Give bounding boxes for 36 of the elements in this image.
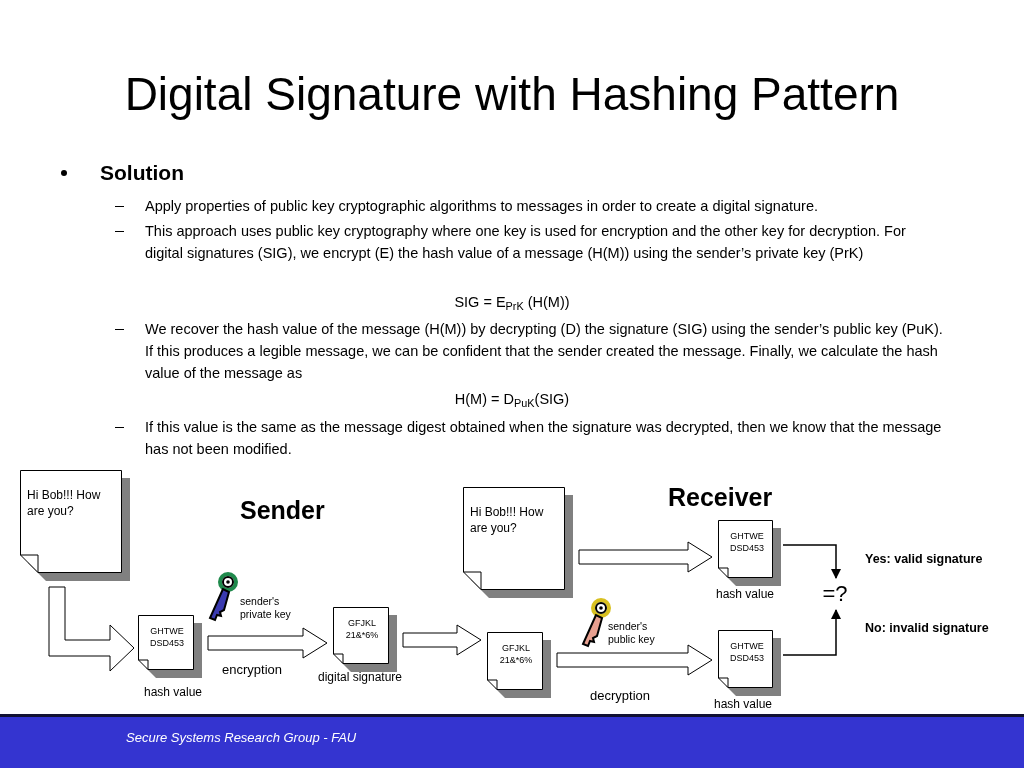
section-heading: Solution <box>100 160 184 186</box>
edge-label: decryption <box>590 688 650 703</box>
bullet-text: Apply properties of public key cryptographic algorithms to messages in order to create a digital signature. <box>145 197 819 216</box>
key-label: sender's public key <box>608 620 656 646</box>
document-text: GHTWE DSD453 <box>729 530 765 554</box>
block-arrow <box>402 624 482 656</box>
block-arrow <box>207 627 328 659</box>
formula: SIG = E$_{PrK}$ (H(M)) <box>453 293 571 313</box>
block-arrow <box>578 541 713 573</box>
section-heading: Sender <box>240 495 325 525</box>
bullet-text: We recover the hash value of the message (H(M)) by decrypting (D) the signature (SIG) using the sender’s public key (PuK). If this produces a legible message, we can be confident that the sender created the message. Finally, we calculate the hash value of the message as <box>145 320 944 383</box>
formula: H(M) = D$_{PuK}$(SIG) <box>453 390 571 410</box>
arrow <box>782 544 842 580</box>
footer-text: Secure Systems Research Group - FAU <box>126 730 357 746</box>
document-text: GFJKL 21&*6% <box>498 642 534 666</box>
key-label: sender's private key <box>240 595 292 621</box>
document-text: Hi Bob!!! How are you? <box>27 487 102 519</box>
document-caption: hash value <box>712 698 773 711</box>
bullet-text: This approach uses public key cryptography where one key is used for encryption and the other key for decryption. For digital signatures (SIG), we encrypt (E) the hash value of a message (H(M)) using the sender’s private key (PrK) <box>145 222 907 263</box>
document-text: GHTWE DSD453 <box>149 625 185 649</box>
result-label: Yes: valid signature <box>865 552 983 567</box>
bullet-text: If this value is the same as the message digest obtained when the signature was decrypted, then we know that the message has not been modified. <box>145 418 943 459</box>
document-caption: hash value <box>142 686 203 699</box>
result-label: No: invalid signature <box>865 621 989 636</box>
document-caption: hash value <box>714 588 775 601</box>
block-arrow <box>556 644 713 676</box>
document-text: GFJKL 21&*6% <box>344 617 380 641</box>
section-heading: Receiver <box>668 482 773 512</box>
arrow <box>782 608 842 656</box>
edge-label: encryption <box>222 662 282 677</box>
comparison-symbol: =? <box>818 580 852 608</box>
block-arrow <box>48 586 135 672</box>
slide-title: Digital Signature with Hashing Pattern <box>123 67 901 122</box>
document-text: Hi Bob!!! How are you? <box>470 504 545 536</box>
document-text: GHTWE DSD453 <box>729 640 765 664</box>
document-caption: digital signature <box>316 671 404 684</box>
